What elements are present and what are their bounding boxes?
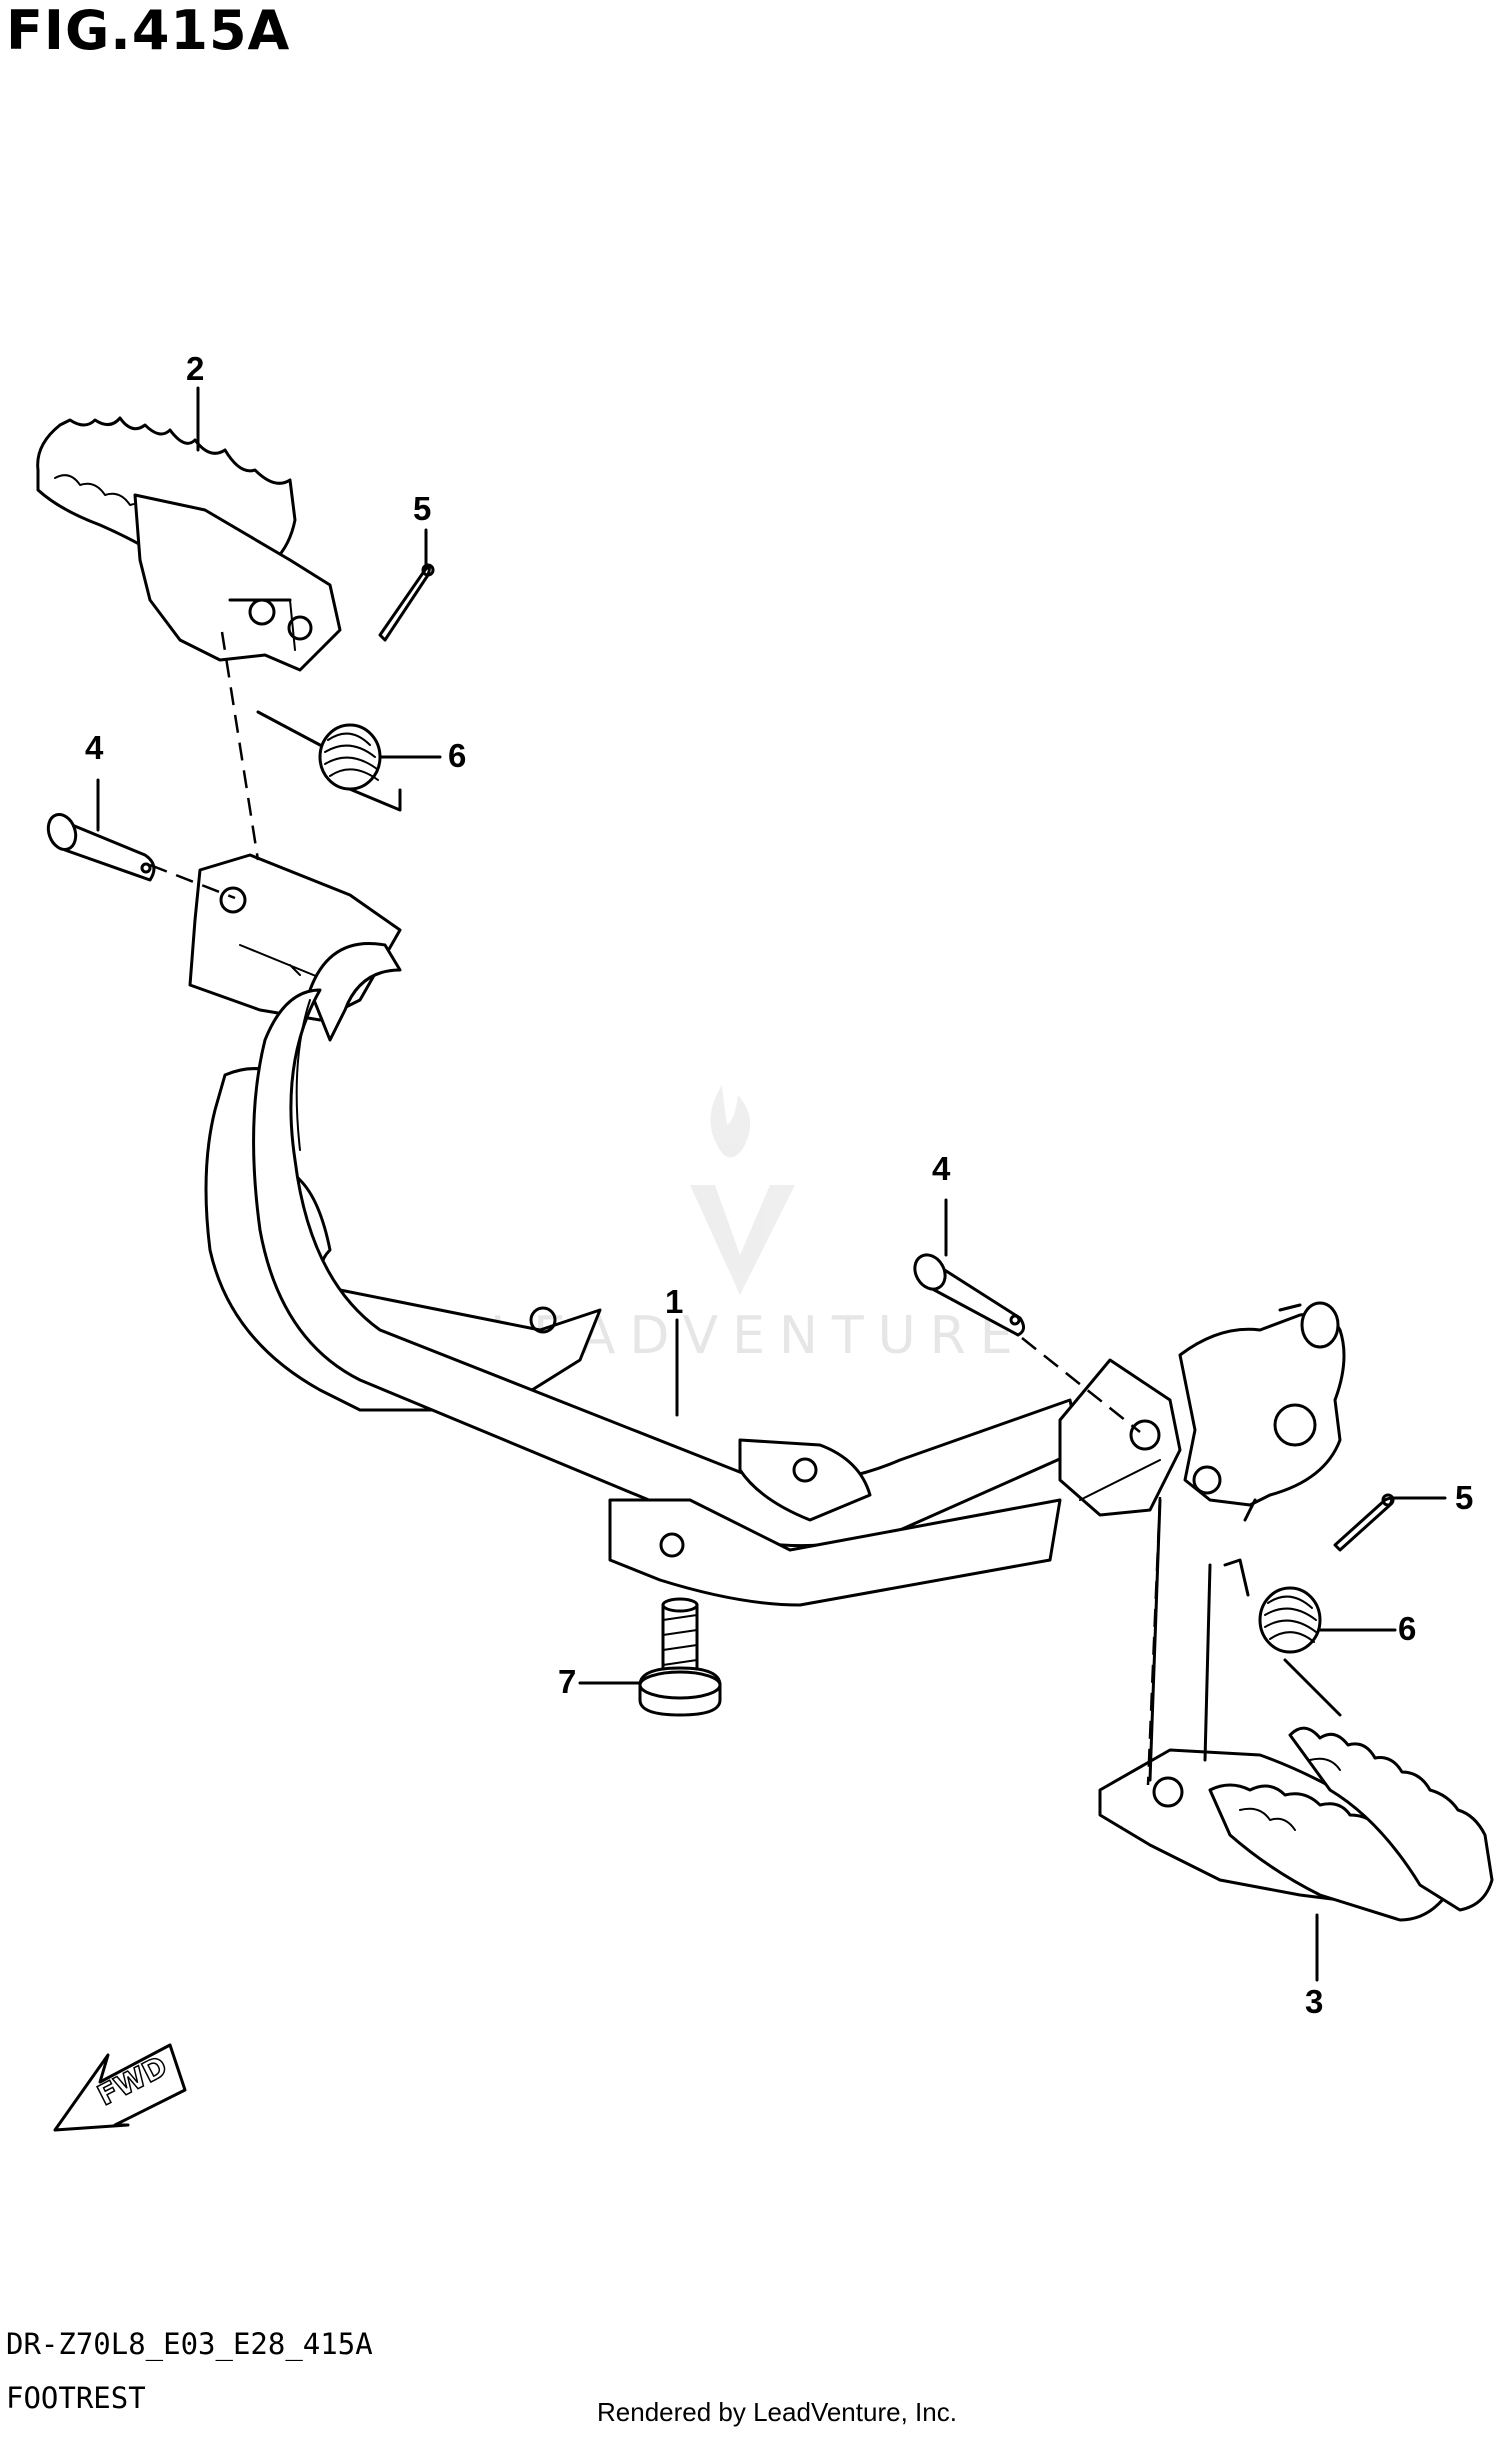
clevis-pin-right <box>913 1253 1025 1337</box>
forward-direction-arrow-icon: FWD <box>53 2043 187 2132</box>
callout-4-left: 4 <box>85 729 104 766</box>
right-footpeg <box>1098 1726 1494 1922</box>
torsion-spring-left <box>256 710 402 812</box>
watermark-logo-icon <box>690 1085 795 1295</box>
clevis-pin-left <box>46 813 156 882</box>
torsion-spring-right <box>1223 1558 1342 1717</box>
callout-5-right: 5 <box>1455 1479 1474 1516</box>
callout-6-right: 6 <box>1398 1610 1417 1647</box>
cotter-pin-right <box>1333 1493 1395 1552</box>
assembly-lines <box>149 631 1212 1786</box>
callout-4-right: 4 <box>932 1150 951 1187</box>
callout-3: 3 <box>1305 1983 1324 2020</box>
footrest-bracket <box>188 853 1346 1607</box>
callout-6-left: 6 <box>448 737 467 774</box>
leader-lines <box>96 386 1447 1982</box>
figure-title: FIG.415A <box>6 0 291 62</box>
render-credit: Rendered by LeadVenture, Inc. <box>597 2397 957 2427</box>
callout-1: 1 <box>665 1283 684 1320</box>
diagram-code: DR-Z70L8_E03_E28_415A <box>6 2327 373 2361</box>
bolt <box>638 1597 722 1717</box>
left-footpeg <box>36 416 342 672</box>
callout-7: 7 <box>558 1663 577 1700</box>
callout-5-left: 5 <box>413 490 432 527</box>
diagram-name: FOOTREST <box>6 2381 146 2415</box>
cotter-pin-left <box>378 563 435 642</box>
callout-2: 2 <box>186 350 205 387</box>
